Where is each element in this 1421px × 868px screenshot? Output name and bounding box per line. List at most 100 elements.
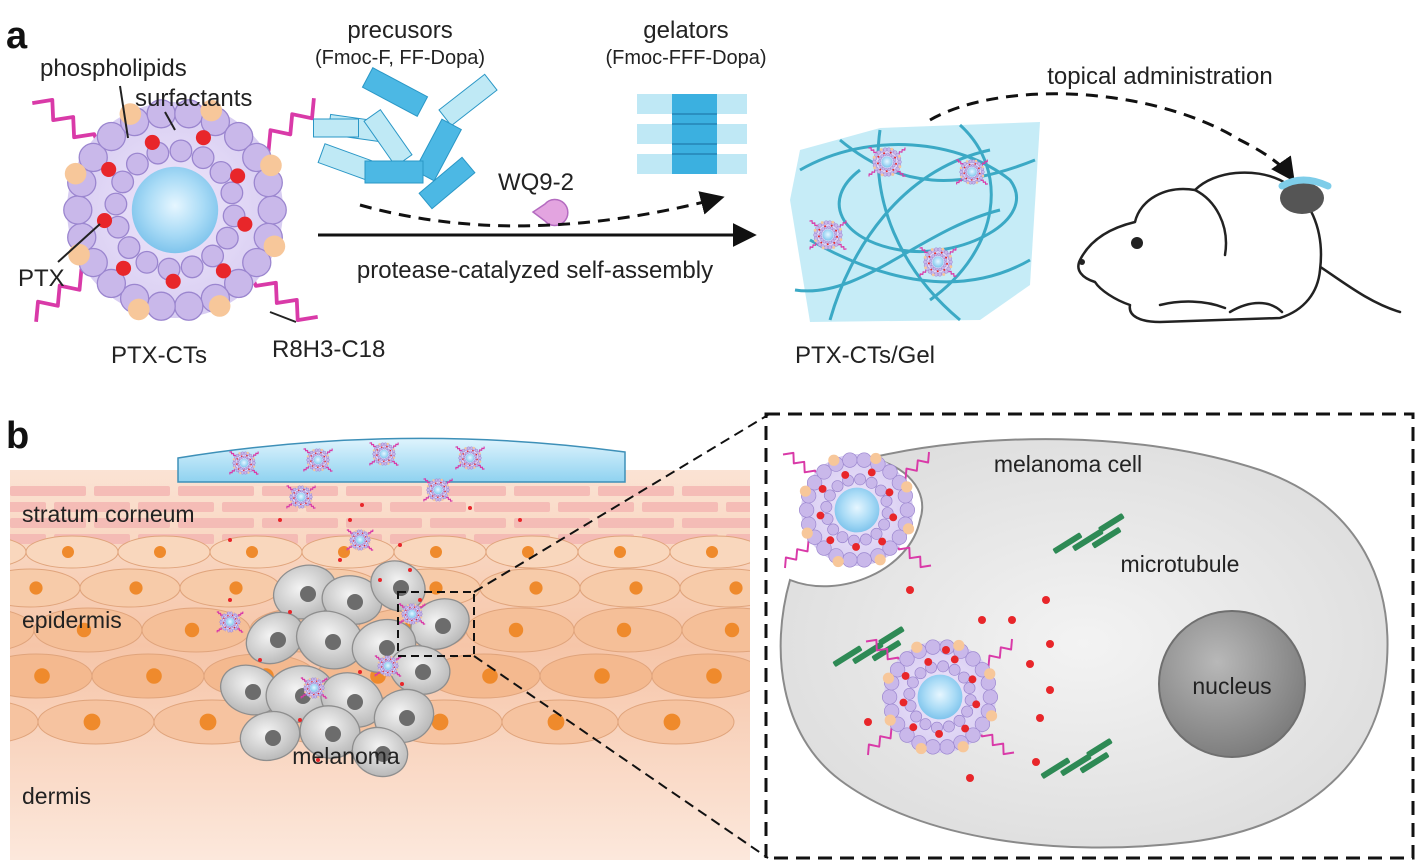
ptx-dot <box>878 537 887 546</box>
surfactant <box>401 609 404 612</box>
phospholipid-head <box>833 236 837 241</box>
phospholipid-head <box>236 461 240 464</box>
phospholipid-head <box>432 483 436 487</box>
surfactant <box>390 655 393 658</box>
surfactant <box>884 714 896 726</box>
phospholipid-head <box>359 547 363 551</box>
phospholipid-head <box>318 464 322 468</box>
phospholipid-head <box>385 673 389 677</box>
ptx-dot <box>314 452 317 454</box>
ptx-dot <box>970 179 973 181</box>
ptx-dot <box>305 502 307 504</box>
microtubule-filament <box>1091 527 1122 549</box>
phospholipid-head <box>817 242 822 247</box>
phospholipid-head <box>441 491 445 495</box>
phospholipid-head <box>388 670 391 673</box>
ptx-dot <box>144 134 160 150</box>
phospholipid-head <box>309 682 312 685</box>
ptx-dot <box>462 458 464 460</box>
microtubule-filament <box>1086 738 1113 758</box>
phospholipid-head <box>222 627 226 631</box>
phospholipid-head <box>318 685 321 688</box>
ptx-pointer <box>57 223 101 263</box>
ptx-dot <box>195 130 212 146</box>
ptx-dot <box>817 235 820 238</box>
ptx-dot <box>376 454 378 456</box>
surfactant <box>373 457 376 460</box>
cell-nucleus <box>184 622 200 638</box>
surfactant <box>923 255 927 259</box>
phospholipid-head <box>243 471 248 475</box>
surfactant <box>309 696 312 699</box>
ptx-dot <box>820 241 823 244</box>
phospholipid-head <box>315 681 318 685</box>
phospholipid-head <box>442 480 447 485</box>
skin-section <box>10 470 750 860</box>
ptx-dot <box>249 458 252 461</box>
phospholipid-head <box>402 607 406 611</box>
phospholipid-head <box>349 538 353 542</box>
carrier-core <box>834 487 880 533</box>
phospholipid-head <box>378 659 382 663</box>
tumor-cell-nucleus <box>270 632 286 648</box>
phospholipid-head <box>897 159 902 165</box>
phospholipid-head <box>245 456 249 460</box>
tumor-cell-nucleus <box>415 664 431 680</box>
ptx-dot <box>240 455 243 457</box>
nanocarrier <box>423 478 453 502</box>
carrier-core <box>384 662 392 670</box>
surfactant <box>433 499 436 502</box>
phospholipid-head <box>478 456 482 460</box>
phospholipid-head <box>364 545 368 549</box>
ptx-dot <box>359 545 361 548</box>
zoom-line-top <box>473 414 769 593</box>
ptx-dot <box>415 618 418 621</box>
nanocarrier <box>455 446 485 470</box>
surfactant <box>882 672 895 684</box>
ptx-dot <box>278 518 282 522</box>
phospholipid-head <box>948 663 961 676</box>
ptx-dot <box>231 614 234 616</box>
ptx-dot <box>352 540 355 542</box>
phospholipid-head <box>832 228 836 232</box>
phospholipid-head <box>209 160 233 184</box>
ptx-dot <box>338 558 342 562</box>
surfactant <box>949 254 952 258</box>
surfactant <box>260 154 282 177</box>
phospholipid-head <box>380 671 384 675</box>
ptx-dot <box>876 162 879 165</box>
ptx-dot <box>223 617 225 619</box>
phospholipid-head <box>314 692 317 695</box>
phospholipid-head <box>384 669 387 673</box>
ptx-dot <box>1008 616 1016 624</box>
phospholipid-head <box>220 181 244 205</box>
ptx-dot <box>968 675 977 684</box>
phospholipid-head <box>300 505 305 509</box>
ptx-dot <box>386 445 388 448</box>
phospholipid-head <box>96 268 127 299</box>
ptx-dot <box>236 463 238 465</box>
phospholipid-head <box>946 266 951 271</box>
phospholipid-head <box>965 174 969 178</box>
phospholipid-head <box>306 693 310 697</box>
phospholipid-head <box>232 461 236 465</box>
r8h3-tail <box>423 478 431 484</box>
tumor-cell-nucleus <box>347 694 363 710</box>
surfactant <box>313 469 316 472</box>
ptx-dot <box>930 268 933 271</box>
ptx-dot <box>361 532 364 534</box>
surfactant <box>464 447 467 450</box>
corneocyte <box>178 486 254 496</box>
ptx-dot <box>360 503 364 507</box>
ptx-dot <box>430 490 432 492</box>
ptx-dot <box>315 680 318 682</box>
nanocarrier <box>369 442 399 466</box>
ptx-dot <box>230 168 246 184</box>
tumor-cell-nucleus <box>265 730 281 746</box>
phospholipid-head <box>470 462 474 466</box>
ptx-dot <box>405 609 407 611</box>
phospholipid-head <box>859 533 872 546</box>
ptx-dot <box>311 465 314 467</box>
corneocyte <box>138 502 214 512</box>
phospholipid-head <box>941 266 945 270</box>
